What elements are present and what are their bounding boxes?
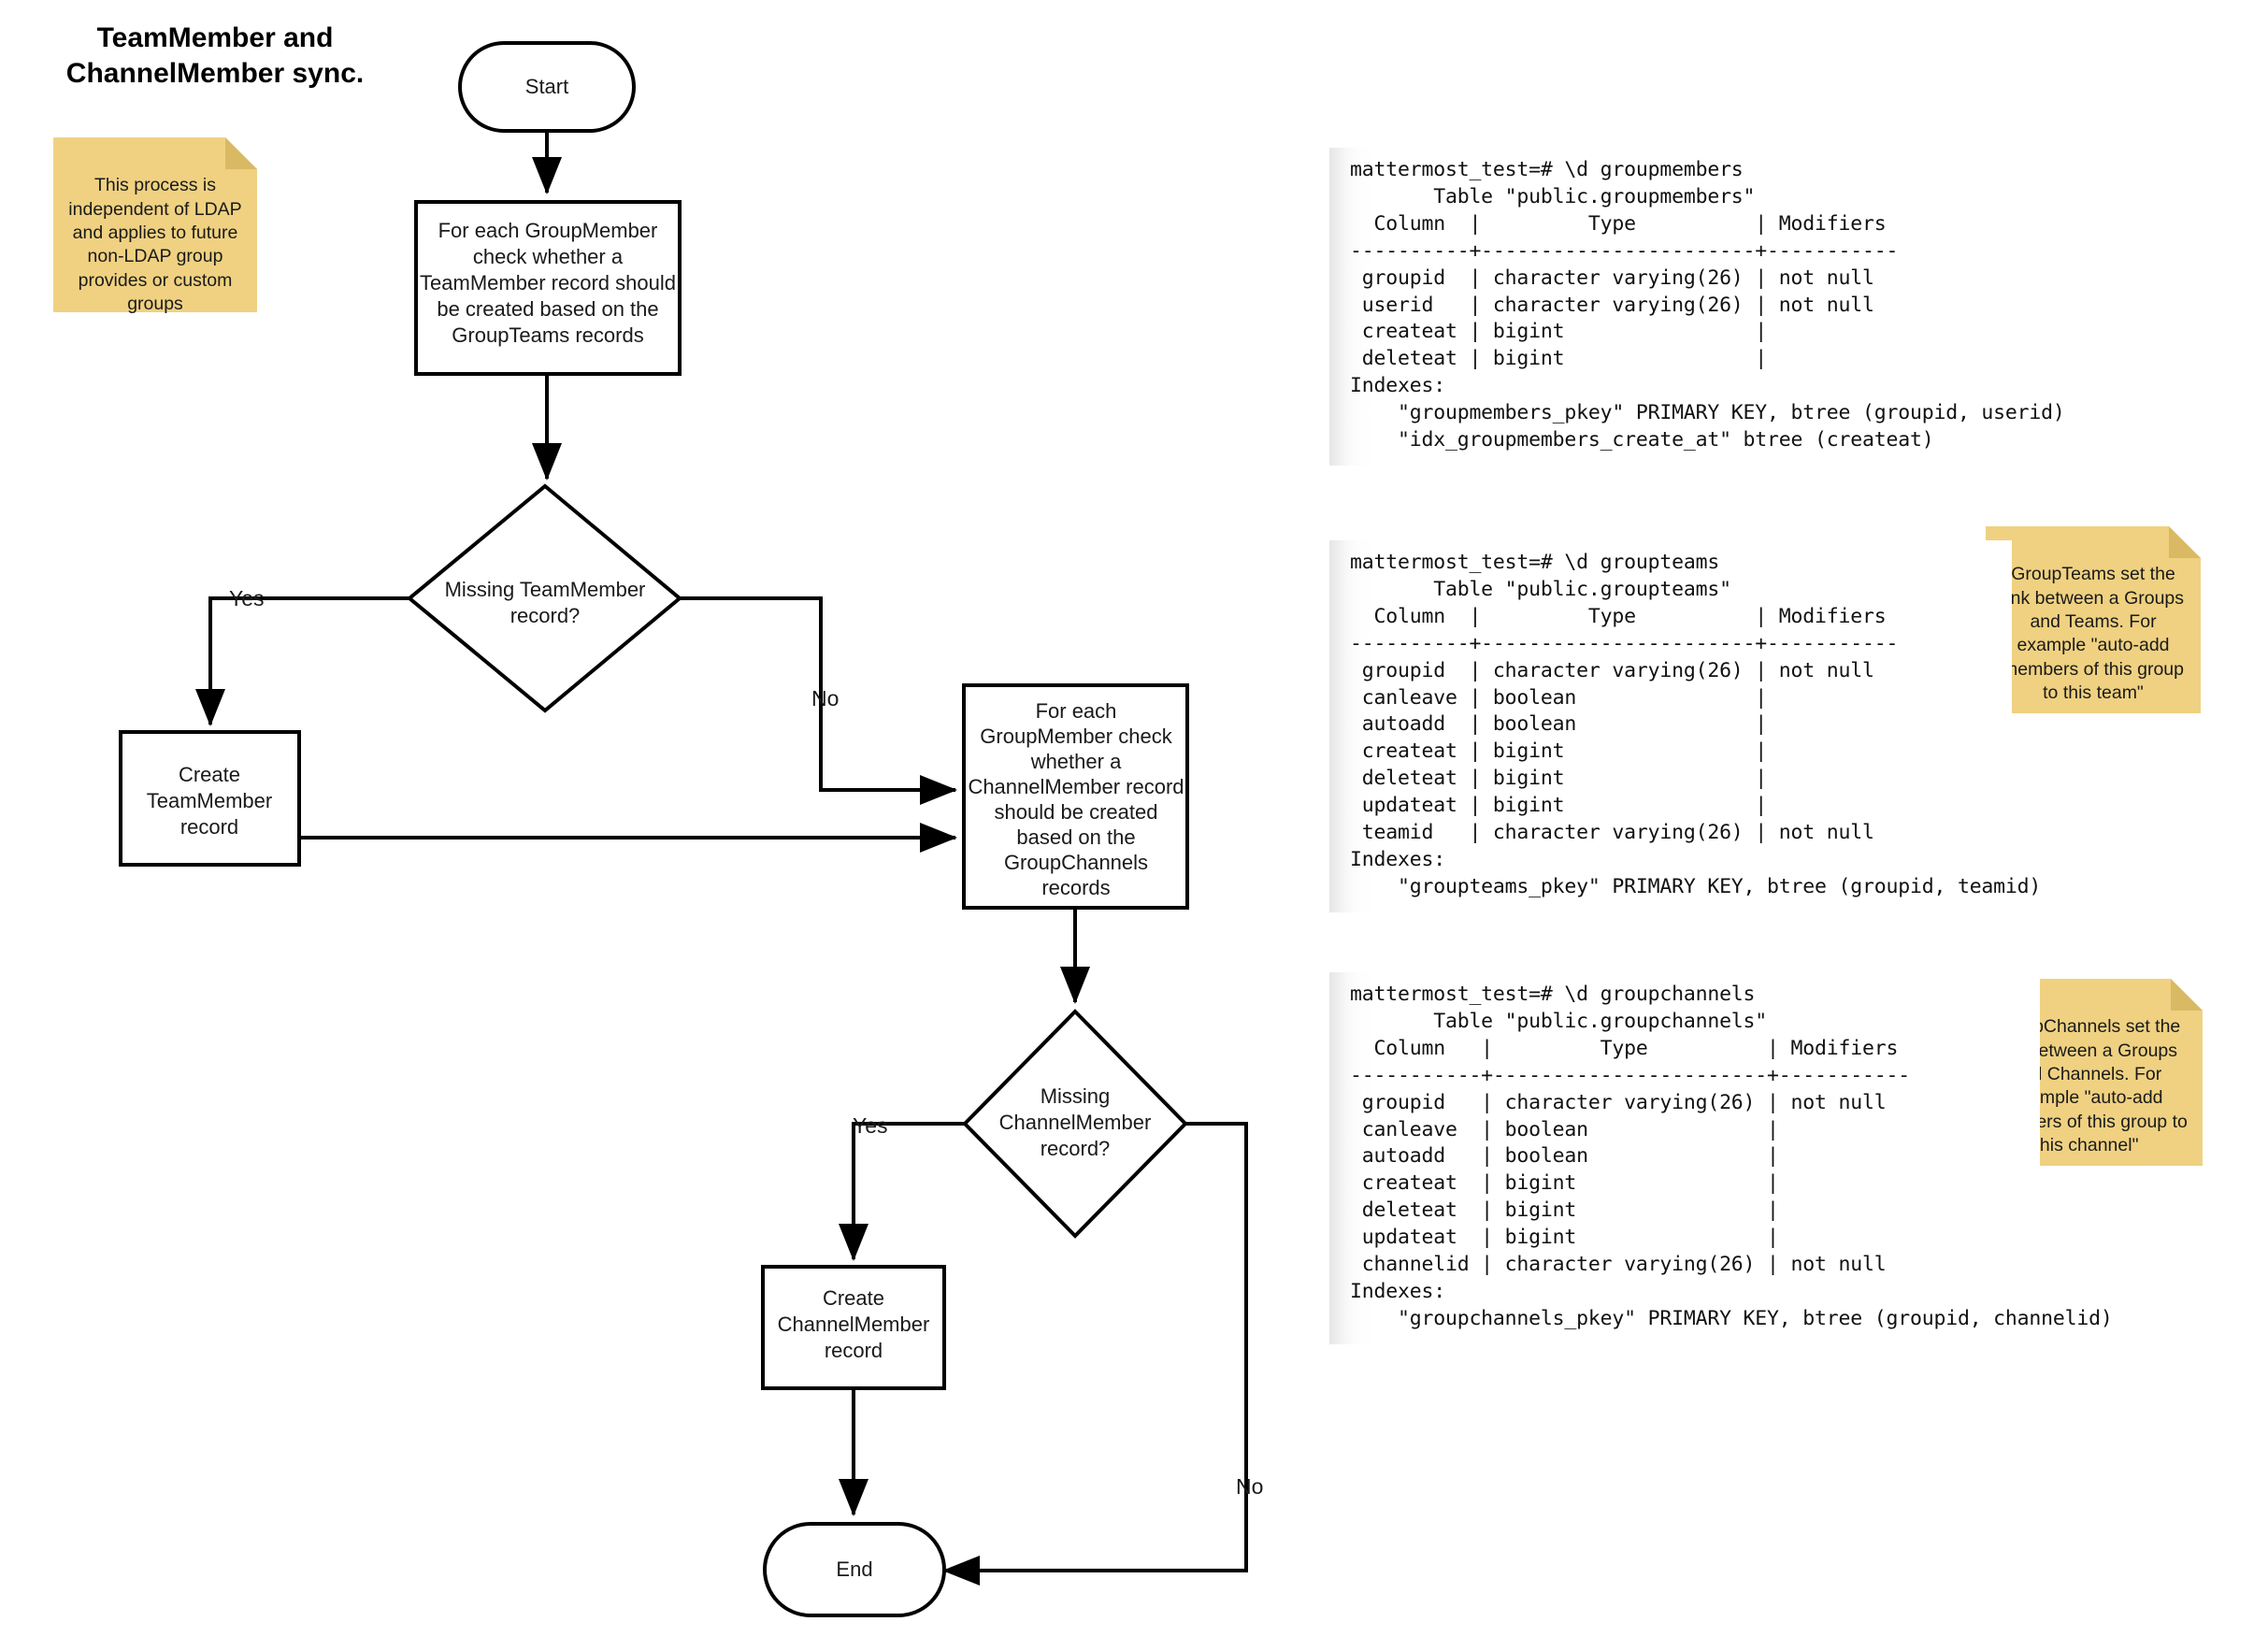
node-process-channelmember-line6: based on the — [1016, 825, 1135, 849]
node-decision-channelmember[interactable] — [962, 1009, 1188, 1239]
edge-label-no-channelmember: No — [1236, 1474, 1263, 1499]
connector-decision-channelmember-yes — [839, 1122, 965, 1261]
node-process-channelmember-line2: GroupMember check — [980, 725, 1172, 748]
edge-label-no-teammember: No — [811, 686, 839, 710]
node-create-teammember[interactable] — [119, 730, 301, 867]
node-create-teammember-line2: TeamMember — [147, 789, 272, 812]
node-create-teammember-line1: Create — [179, 763, 240, 786]
connector-decision-channelmember-no — [942, 1122, 1248, 1586]
node-process-channelmember-line4: ChannelMember record — [968, 775, 1184, 798]
page-title: TeamMember and ChannelMember sync. — [65, 22, 365, 90]
node-decision-teammember-line2: record? — [510, 604, 581, 627]
node-decision-channelmember-line3: record? — [1041, 1137, 1111, 1160]
node-process-teammember-line4: be created based on the — [437, 297, 658, 321]
node-process-teammember-line2: check whether a — [473, 245, 624, 268]
psql-output-groupmembers: mattermost_test=# \d groupmembers Table … — [1329, 148, 2065, 466]
sticky-note-groupteams-text: GroupTeams set the link between a Groups… — [2002, 564, 2185, 704]
node-process-teammember[interactable] — [414, 200, 682, 376]
node-process-channelmember-line8: records — [1041, 876, 1110, 899]
node-create-channelmember[interactable] — [761, 1265, 946, 1390]
node-start-label: Start — [525, 75, 568, 98]
edge-label-yes-channelmember: Yes — [853, 1113, 888, 1138]
node-create-channelmember-line3: record — [825, 1339, 883, 1362]
sticky-note-groupteams: GroupTeams set the link between a Groups… — [1986, 526, 2201, 713]
node-process-channelmember-line5: should be created — [995, 800, 1158, 824]
node-end[interactable] — [763, 1522, 946, 1617]
psql-output-groupteams: mattermost_test=# \d groupteams Table "p… — [1329, 540, 2041, 912]
node-end-label: End — [836, 1557, 872, 1581]
node-create-channelmember-line1: Create — [823, 1286, 884, 1310]
node-decision-teammember[interactable] — [406, 483, 683, 713]
node-process-channelmember[interactable] — [962, 683, 1189, 910]
node-create-channelmember-line2: ChannelMember — [778, 1313, 930, 1336]
connector-decision-teammember-yes — [195, 596, 409, 726]
node-decision-teammember-line1: Missing TeamMember — [445, 578, 646, 601]
sticky-note-ldap-text: This process is independent of LDAP and … — [68, 175, 242, 315]
node-decision-channelmember-line1: Missing — [1041, 1084, 1111, 1108]
psql-output-groupchannels: mattermost_test=# \d groupchannels Table… — [1329, 972, 2113, 1344]
sticky-note-ldap: This process is independent of LDAP and … — [53, 137, 257, 315]
node-process-teammember-line5: GroupTeams records — [452, 323, 643, 347]
node-process-channelmember-line7: GroupChannels — [1004, 851, 1148, 874]
edge-label-yes-teammember: Yes — [229, 586, 265, 610]
node-create-teammember-line3: record — [180, 815, 238, 839]
node-process-teammember-line3: TeamMember record should — [420, 271, 676, 294]
node-process-channelmember-line3: whether a — [1030, 750, 1122, 773]
node-decision-channelmember-line2: ChannelMember — [999, 1111, 1152, 1134]
connector-decision-teammember-no — [680, 596, 957, 805]
node-start[interactable] — [458, 41, 636, 133]
node-process-channelmember-line1: For each — [1036, 699, 1117, 723]
node-process-teammember-line1: For each GroupMember — [438, 219, 658, 242]
flowchart-canvas: Start For each GroupMember check whether… — [119, 41, 1263, 1617]
